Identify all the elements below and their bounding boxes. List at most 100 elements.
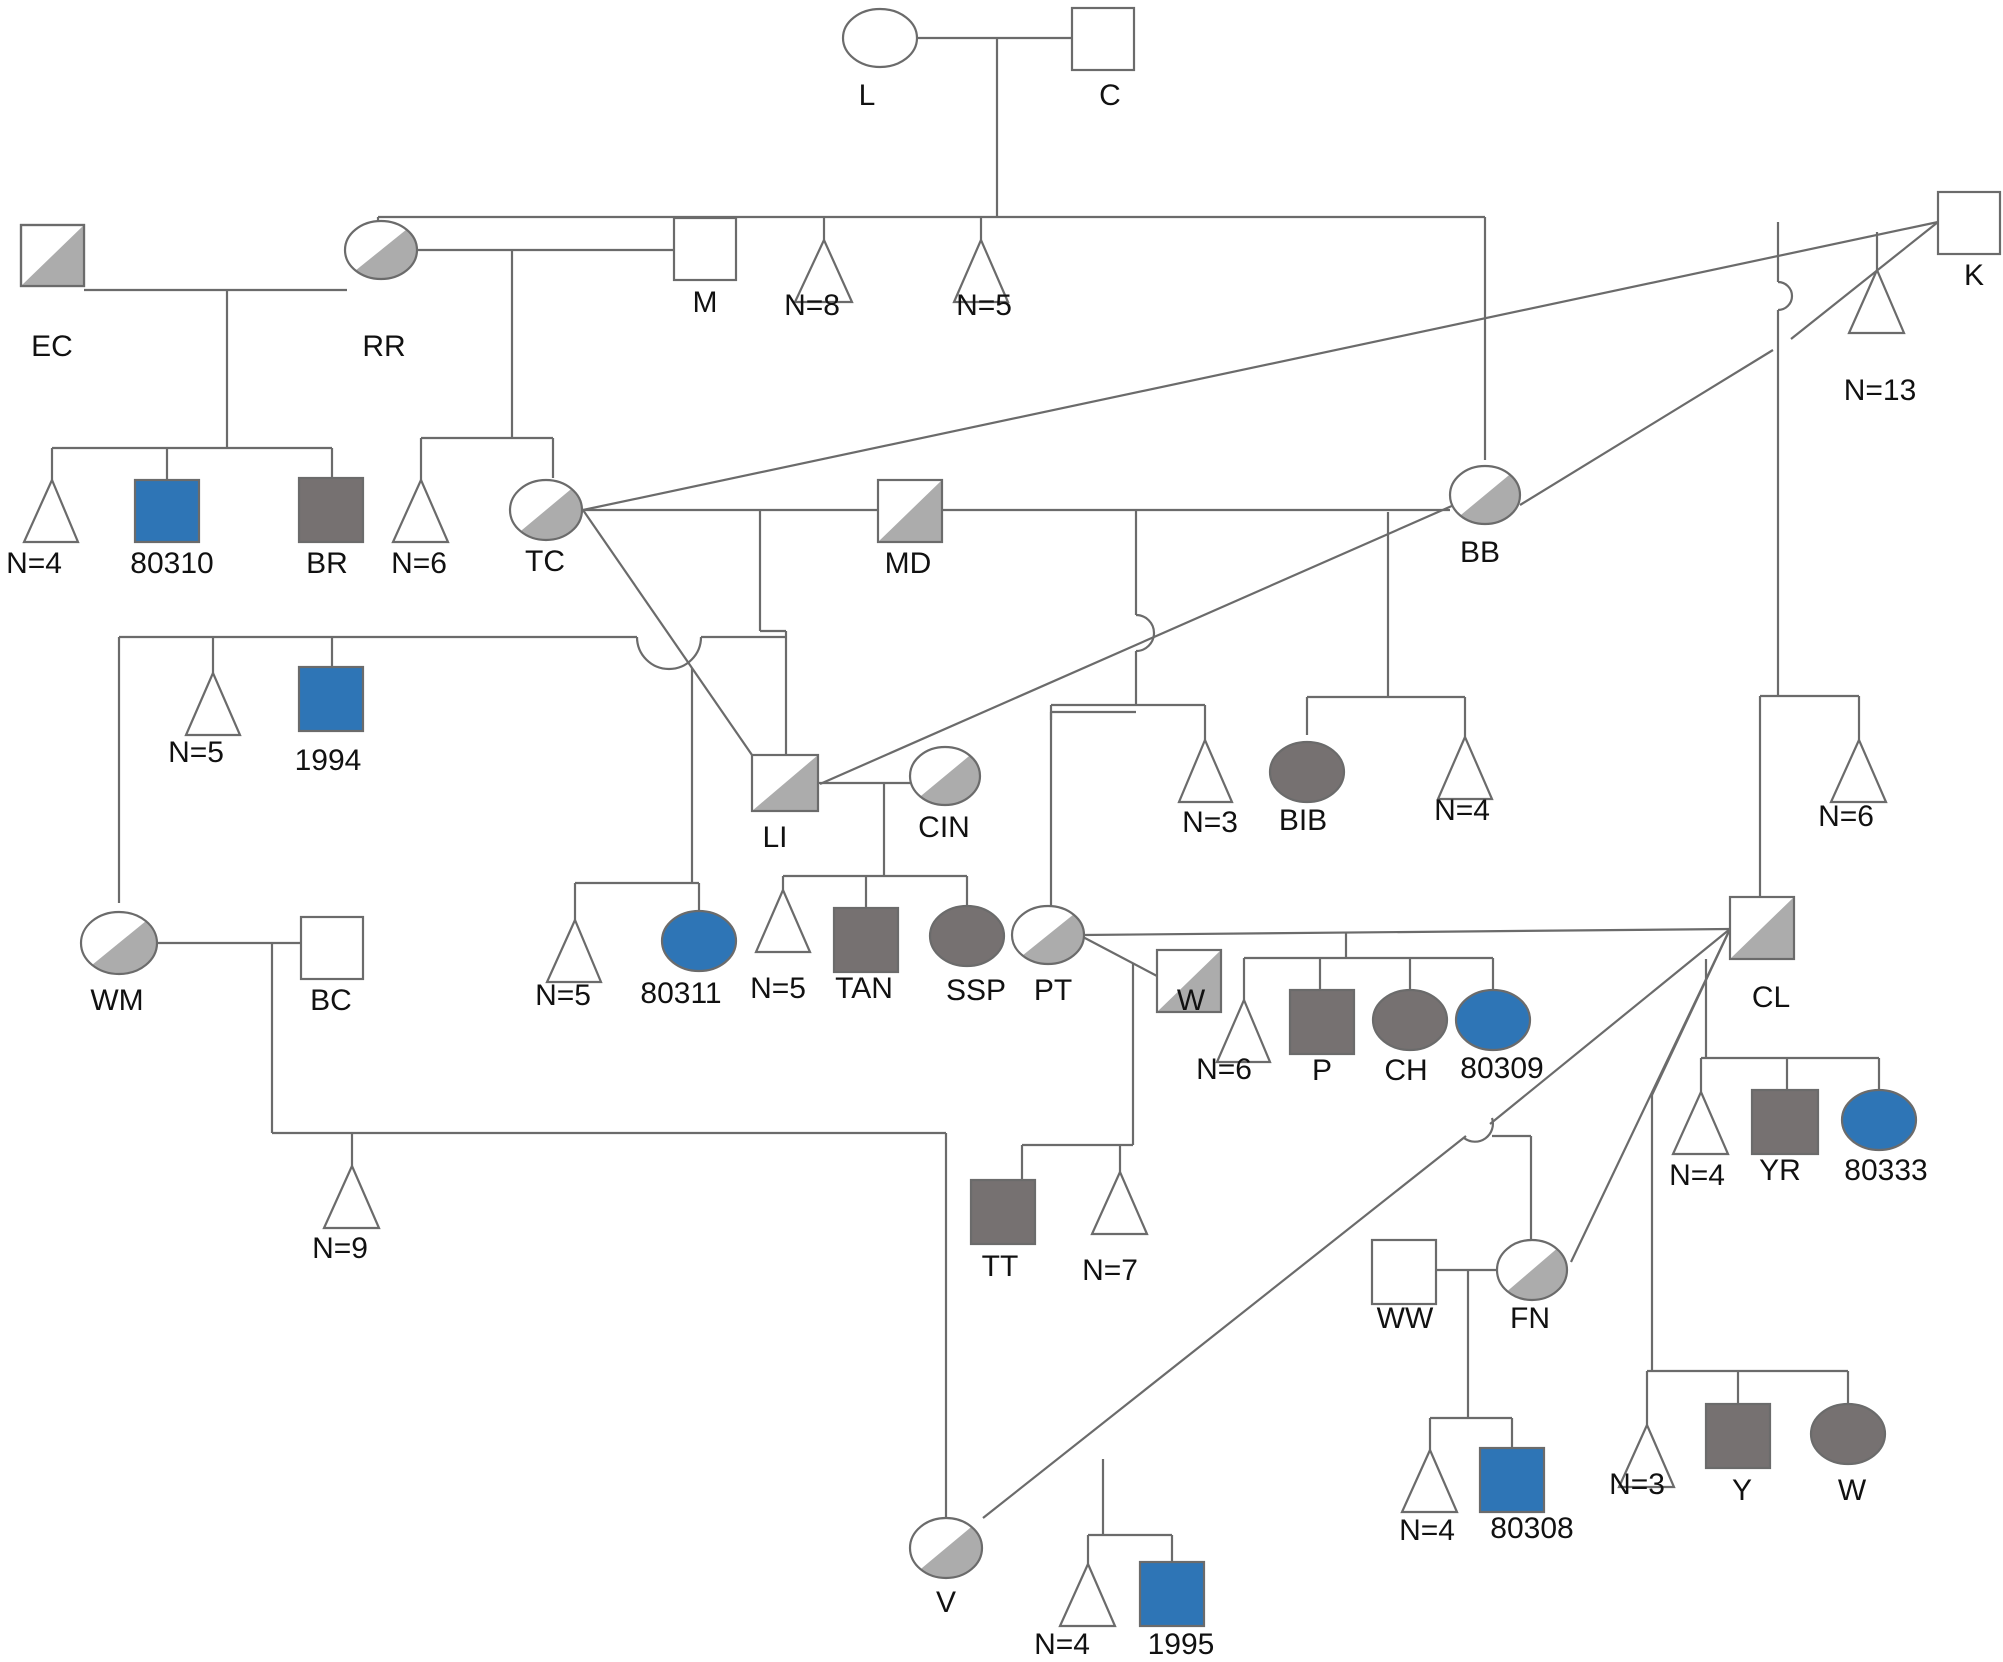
male-carrier-MD: [876, 478, 944, 544]
female-carrier-BB: [1448, 464, 1522, 526]
label-BC: BC: [310, 984, 352, 1017]
label-1994: 1994: [295, 744, 362, 777]
label-N6c: N=6: [1196, 1053, 1252, 1086]
label-MD: MD: [885, 547, 932, 580]
sibship-triangle-N4a: [22, 477, 80, 544]
label-TT: TT: [982, 1250, 1019, 1283]
label-N3a: N=3: [1182, 806, 1238, 839]
female-carrier-WM: [79, 910, 159, 976]
label-N4c: N=4: [1669, 1159, 1725, 1192]
sibship-triangle-N3b: [1617, 1422, 1676, 1489]
female-carrier-FN: [1495, 1238, 1569, 1302]
sibship-triangle-N5c: [545, 917, 603, 984]
label-YR: YR: [1759, 1154, 1801, 1187]
sibship-triangle-N6b: [1829, 737, 1888, 804]
female-carrier-TC: [508, 478, 584, 542]
label-M: M: [693, 286, 718, 319]
label-K: K: [1964, 259, 1984, 292]
sibship-triangle-N3a: [1177, 737, 1234, 804]
sibship-triangle-N5b: [184, 670, 242, 737]
label-N4d: N=4: [1399, 1514, 1455, 1547]
label-N5a: N=5: [956, 289, 1012, 322]
label-L: L: [859, 79, 876, 112]
male-unaffected-K: [1936, 190, 2002, 256]
sibship-triangle-N4e: [1058, 1561, 1117, 1628]
sibship-triangle-N5a: [952, 237, 1010, 304]
label-SSP: SSP: [946, 974, 1006, 1007]
label-WW: WW: [1377, 1302, 1434, 1335]
sibship-triangle-N6c: [1215, 997, 1272, 1064]
label-N7: N=7: [1082, 1254, 1138, 1287]
label-RR: RR: [362, 330, 405, 363]
label-PT: PT: [1034, 974, 1072, 1007]
label-N4a: N=4: [6, 547, 62, 580]
label-LI: LI: [762, 821, 787, 854]
label-N5b: N=5: [168, 736, 224, 769]
label-CIN: CIN: [918, 811, 970, 844]
sibship-triangle-N4b: [1436, 734, 1494, 801]
label-N4b: N=4: [1434, 794, 1490, 827]
female-affected-CH: [1371, 988, 1449, 1052]
sibship-triangle-N4d: [1400, 1447, 1459, 1514]
female-affected-SSP: [928, 904, 1006, 968]
label-N5d: N=5: [750, 972, 806, 1005]
label-C: C: [1099, 79, 1121, 112]
female-sampled-80333: [1840, 1088, 1918, 1152]
pedigree-connections: [50, 36, 1939, 1564]
label-80309: 80309: [1460, 1052, 1543, 1085]
label-N8: N=8: [784, 289, 840, 322]
female-carrier-PT: [1010, 904, 1086, 966]
pedigree-symbols: [19, 6, 2002, 1628]
sibship-triangle-N7: [1090, 1169, 1149, 1236]
male-carrier-EC: [19, 223, 86, 288]
female-carrier-CIN: [908, 745, 982, 807]
label-N5c: N=5: [535, 979, 591, 1012]
label-W1: W: [1177, 984, 1206, 1017]
label-N6b: N=6: [1818, 800, 1874, 833]
male-affected-BR: [297, 476, 365, 544]
male-affected-TAN: [832, 906, 900, 974]
label-N9: N=9: [312, 1232, 368, 1265]
male-sampled-1995: [1138, 1560, 1206, 1628]
label-N3b: N=3: [1609, 1468, 1665, 1501]
label-CH: CH: [1384, 1054, 1427, 1087]
male-affected-P: [1288, 988, 1356, 1056]
sibship-triangle-N8: [793, 237, 854, 304]
label-80333: 80333: [1844, 1154, 1927, 1187]
sibship-triangle-N5d: [754, 887, 812, 954]
pedigree-labels: L C EC RR M N=8 N=5 K N=13 N=4 80310 BR …: [6, 79, 1984, 1661]
label-Y: Y: [1732, 1474, 1752, 1507]
label-N13: N=13: [1844, 374, 1917, 407]
female-sampled-80309: [1454, 988, 1532, 1052]
female-carrier-RR: [343, 219, 419, 281]
label-BB: BB: [1460, 536, 1500, 569]
male-affected-TT: [969, 1178, 1037, 1246]
male-carrier-W: [1155, 948, 1223, 1014]
label-WM: WM: [90, 984, 143, 1017]
label-EC: EC: [31, 330, 73, 363]
male-unaffected-M: [672, 216, 738, 282]
label-V: V: [936, 1586, 956, 1619]
label-FN: FN: [1510, 1302, 1550, 1335]
label-P: P: [1312, 1054, 1332, 1087]
sibship-triangle-N4c: [1671, 1089, 1730, 1156]
male-unaffected-BC: [299, 915, 365, 981]
male-sampled-80310: [133, 478, 201, 544]
label-TC: TC: [525, 545, 565, 578]
female-affected-W: [1809, 1402, 1887, 1466]
label-80311: 80311: [640, 977, 721, 1010]
sibship-triangle-N13: [1847, 267, 1906, 335]
male-carrier-LI: [750, 753, 820, 813]
sibship-triangle-N6a: [391, 477, 450, 544]
label-1995: 1995: [1148, 1628, 1215, 1661]
male-affected-YR: [1750, 1088, 1820, 1156]
male-sampled-1994: [297, 665, 365, 733]
label-TAN: TAN: [835, 972, 893, 1005]
female-unaffected-L: [841, 7, 919, 69]
male-unaffected-WW: [1370, 1238, 1438, 1306]
sibship-triangle-N9: [322, 1163, 381, 1230]
male-affected-Y: [1704, 1402, 1772, 1470]
female-sampled-80311: [660, 909, 738, 973]
label-N4e: N=4: [1034, 1628, 1090, 1661]
